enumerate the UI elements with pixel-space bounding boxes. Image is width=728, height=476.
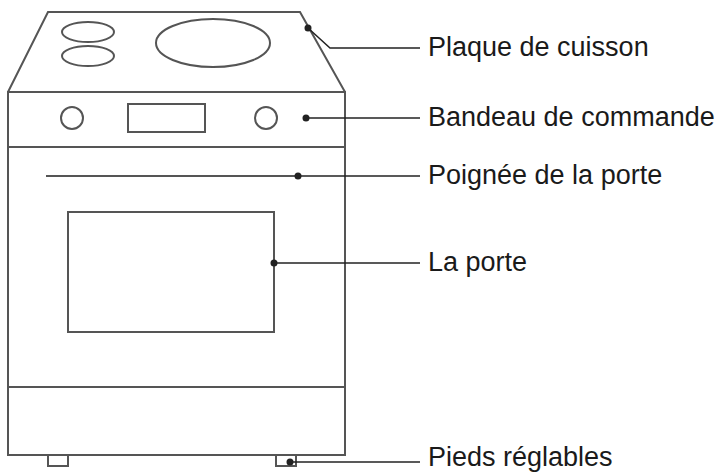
leader-dot — [287, 459, 294, 466]
drawer-line — [8, 386, 345, 388]
part-label: La porte — [428, 248, 527, 278]
part-label: Poignée de la porte — [428, 161, 662, 191]
stove-body — [8, 92, 345, 455]
control-knob — [255, 107, 277, 129]
control-knob — [61, 107, 83, 129]
leader-line — [274, 262, 420, 264]
burner-small — [62, 22, 114, 42]
leader-line — [306, 117, 420, 119]
leader-dot — [305, 25, 312, 32]
burner-large — [156, 19, 270, 67]
leader-line — [308, 28, 420, 48]
part-label: Pieds réglables — [428, 443, 613, 473]
foot — [48, 455, 68, 466]
panel-line — [8, 146, 345, 148]
part-label: Plaque de cuisson — [428, 33, 649, 63]
door-window — [68, 212, 274, 332]
display — [128, 104, 205, 132]
leader-line — [290, 461, 420, 463]
leader-dot — [271, 260, 278, 267]
leader-dot — [303, 115, 310, 122]
leader-dot — [295, 173, 302, 180]
cooktop-outline — [8, 12, 345, 92]
part-label: Bandeau de commande — [428, 103, 715, 133]
burner-small — [62, 46, 114, 66]
leader-line — [298, 175, 420, 177]
door-handle — [46, 175, 298, 177]
foot — [276, 455, 296, 466]
